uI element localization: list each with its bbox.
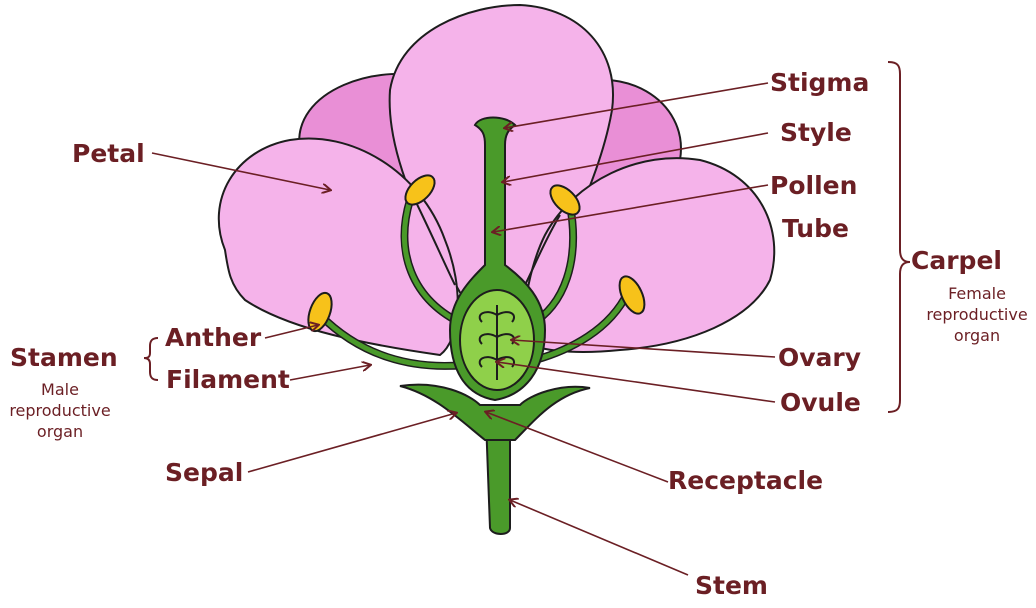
label-anther: Anther [165,325,261,350]
label-stamen-desc: Male reproductive organ [0,380,120,442]
label-stem: Stem [695,573,768,598]
label-petal: Petal [72,141,145,166]
label-style: Style [780,120,852,145]
carpel-desc-line3: organ [918,326,1036,347]
stamen-desc-line3: organ [0,422,120,443]
label-sepal: Sepal [165,460,243,485]
label-receptacle: Receptacle [668,468,823,493]
label-filament: Filament [166,367,290,392]
carpel-brace [888,62,910,412]
label-tube: Tube [782,216,849,241]
carpel-desc-line2: reproductive [918,305,1036,326]
label-stigma: Stigma [770,70,869,95]
label-ovule: Ovule [780,390,861,415]
stamen-desc-line1: Male [0,380,120,401]
label-ovary: Ovary [778,345,861,370]
stamen-desc-line2: reproductive [0,401,120,422]
stamen-brace [144,338,158,380]
carpel-desc-line1: Female [918,284,1036,305]
label-pollen: Pollen [770,173,857,198]
label-carpel: Carpel [911,248,1002,273]
label-carpel-desc: Female reproductive organ [918,284,1036,346]
label-stamen: Stamen [10,345,118,370]
